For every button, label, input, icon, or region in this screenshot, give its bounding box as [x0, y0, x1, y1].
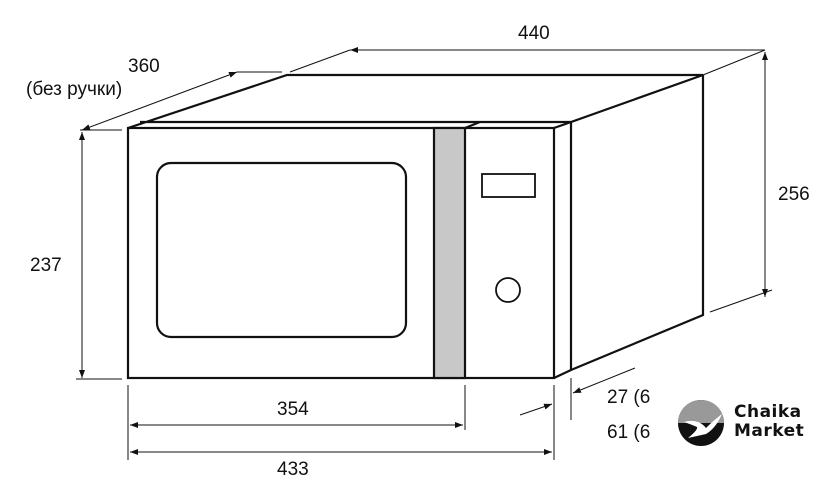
right-side	[569, 75, 705, 372]
front-width-label: 433	[277, 459, 309, 480]
offset-dimension-line	[572, 367, 636, 394]
height-total-label: 256	[778, 184, 810, 205]
dimension-lines	[76, 47, 773, 460]
door-width-label: 354	[277, 399, 309, 420]
extension-line	[289, 49, 351, 73]
logo-text: Chaika Market	[734, 403, 804, 441]
front-panel	[126, 126, 556, 380]
offset-dimension-line	[519, 403, 553, 416]
door-window	[155, 161, 408, 339]
extension-line	[709, 289, 773, 313]
top-face	[127, 73, 704, 130]
offset-labels-clip: 27 (6 61 (6	[607, 388, 662, 448]
extension-line	[702, 49, 766, 76]
door-handle-strip	[432, 126, 467, 380]
logo-line-2: Market	[734, 421, 805, 441]
logo-line-1: Chaika	[734, 402, 802, 422]
control-knob	[495, 277, 521, 303]
bottom-edge	[553, 369, 572, 379]
offset-1-label: 27 (6	[607, 388, 651, 408]
depth-note-label: (без ручки)	[26, 79, 123, 100]
microwave-body	[126, 73, 705, 380]
depth-label: 360	[128, 56, 160, 77]
top-edge	[553, 120, 572, 130]
offset-2-label: 61 (6	[607, 422, 651, 443]
display	[481, 173, 536, 198]
depth-dimension-line	[81, 71, 238, 131]
chaika-logo-icon	[678, 400, 724, 446]
width-total-label: 440	[518, 23, 550, 44]
height-front-label: 237	[30, 255, 62, 276]
